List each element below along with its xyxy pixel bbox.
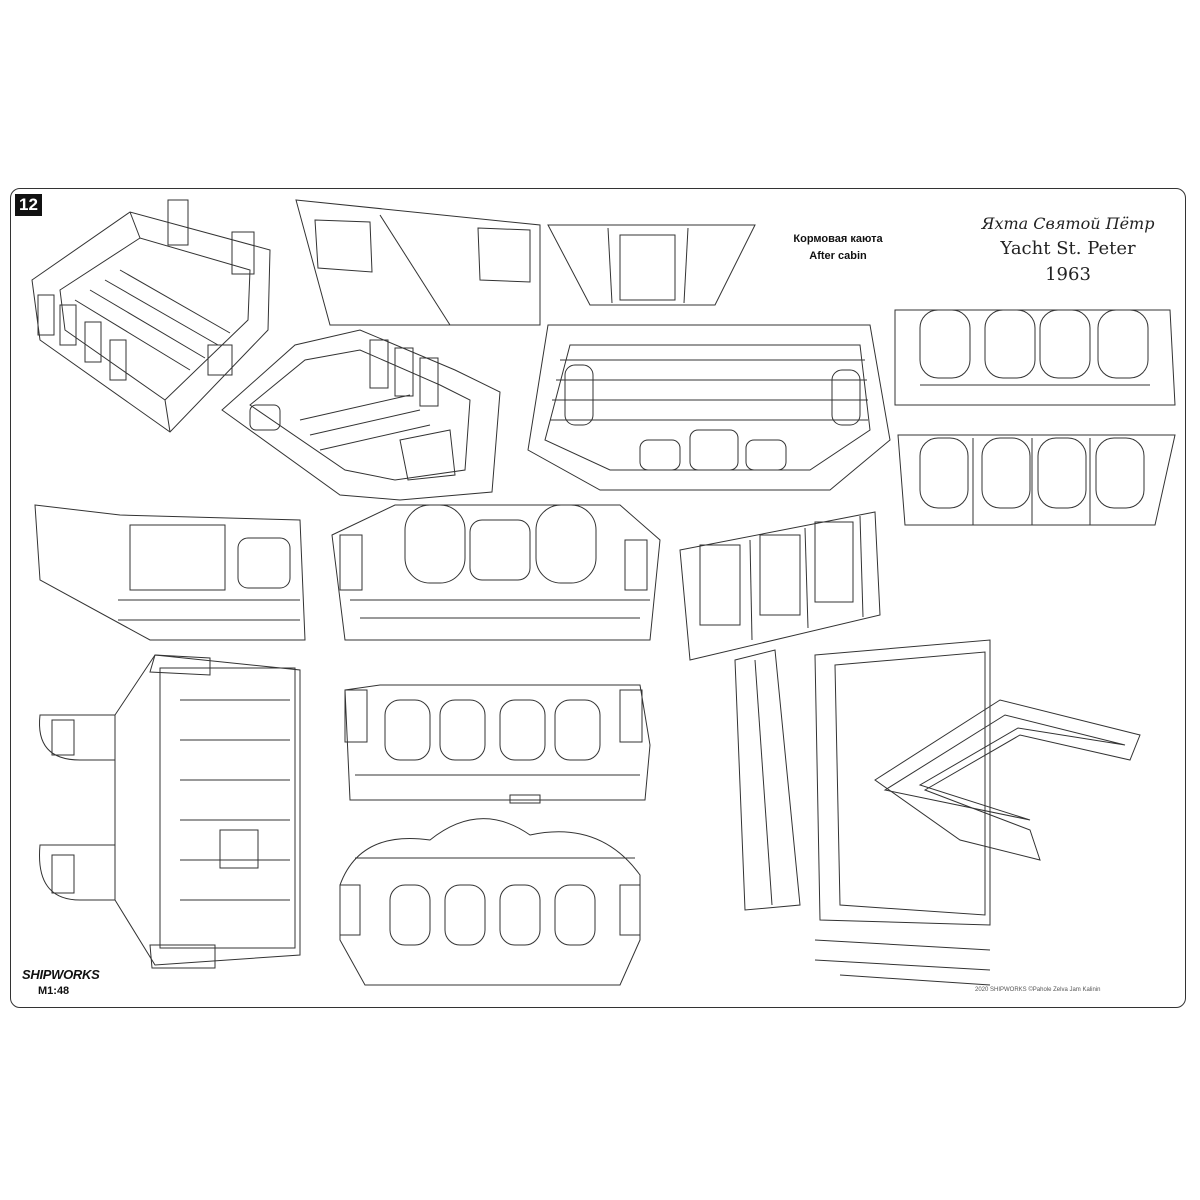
window-icon	[832, 370, 860, 425]
caption-english: After cabin	[809, 250, 867, 262]
window-icon	[555, 885, 595, 945]
curved-stern-wall	[340, 819, 640, 985]
title-russian: Яхта Святой Пётр	[981, 214, 1155, 233]
window-icon	[340, 535, 362, 590]
window-icon	[536, 505, 596, 583]
after-cabin-assembled-view	[32, 200, 270, 432]
scale-label: M1:48	[38, 985, 70, 997]
window-icon	[395, 348, 413, 396]
window-icon	[500, 885, 540, 945]
window-icon	[620, 885, 640, 935]
upper-panel-right	[548, 225, 755, 305]
window-icon	[52, 855, 74, 893]
side-strips	[735, 640, 990, 985]
window-icon	[250, 405, 280, 430]
window-wall-pillars	[898, 435, 1175, 525]
window-icon	[345, 690, 367, 742]
window-icon	[385, 700, 430, 760]
title-english: Yacht St. Peter	[1000, 238, 1136, 259]
upper-panel-left	[296, 200, 540, 325]
window-icon	[420, 358, 438, 406]
window-icon	[208, 345, 232, 375]
window-icon	[746, 440, 786, 470]
lower-window-wall	[345, 685, 650, 803]
window-icon	[760, 535, 800, 615]
window-icon	[1098, 310, 1148, 378]
window-icon	[555, 700, 600, 760]
window-icon	[982, 438, 1030, 508]
brand-logo: SHIPWORKS	[22, 967, 100, 982]
window-icon	[1040, 310, 1090, 378]
window-icon	[1096, 438, 1144, 508]
window-icon	[565, 365, 593, 425]
window-wall-strip	[895, 310, 1175, 405]
stern-window-block	[400, 430, 455, 480]
window-icon	[700, 545, 740, 625]
pillared-wall-perspective	[680, 512, 880, 660]
window-icon	[440, 700, 485, 760]
window-icon	[625, 540, 647, 590]
rear-wall-with-arches	[332, 505, 660, 640]
window-icon	[168, 200, 188, 245]
window-icon	[60, 305, 76, 345]
window-icon	[390, 885, 430, 945]
window-icon	[690, 430, 738, 470]
window-icon	[920, 310, 970, 378]
window-icon	[85, 322, 101, 362]
stern-window-block	[150, 945, 215, 968]
floor-plan-top-view	[40, 655, 301, 968]
window-icon	[445, 885, 485, 945]
caption-russian: Кормовая каюта	[793, 233, 883, 245]
window-icon	[985, 310, 1035, 378]
page-number-badge: 12	[15, 194, 42, 216]
deck-planks	[75, 270, 230, 370]
window-icon	[470, 520, 530, 580]
window-icon	[405, 505, 465, 583]
window-icon	[238, 538, 290, 588]
window-icon	[640, 440, 680, 470]
side-wall-left	[35, 505, 305, 640]
window-icon	[340, 885, 360, 935]
copyright-note: 2020 SHIPWORKS ©Pahole Zelva Jam Kalinin	[975, 987, 1101, 993]
ceiling-panel	[528, 325, 890, 490]
frame-u-shape	[875, 700, 1140, 860]
window-icon	[52, 720, 74, 755]
window-icon	[130, 525, 225, 590]
window-icon	[920, 438, 968, 508]
window-icon	[232, 232, 254, 274]
window-icon	[815, 522, 853, 602]
window-icon	[1038, 438, 1086, 508]
window-icon	[620, 690, 642, 742]
window-icon	[370, 340, 388, 388]
title-year: 1963	[1045, 264, 1091, 285]
window-icon	[110, 340, 126, 380]
after-cabin-interior-view	[222, 330, 500, 500]
window-icon	[500, 700, 545, 760]
stern-window-block	[150, 655, 210, 675]
window-icon	[38, 295, 54, 335]
